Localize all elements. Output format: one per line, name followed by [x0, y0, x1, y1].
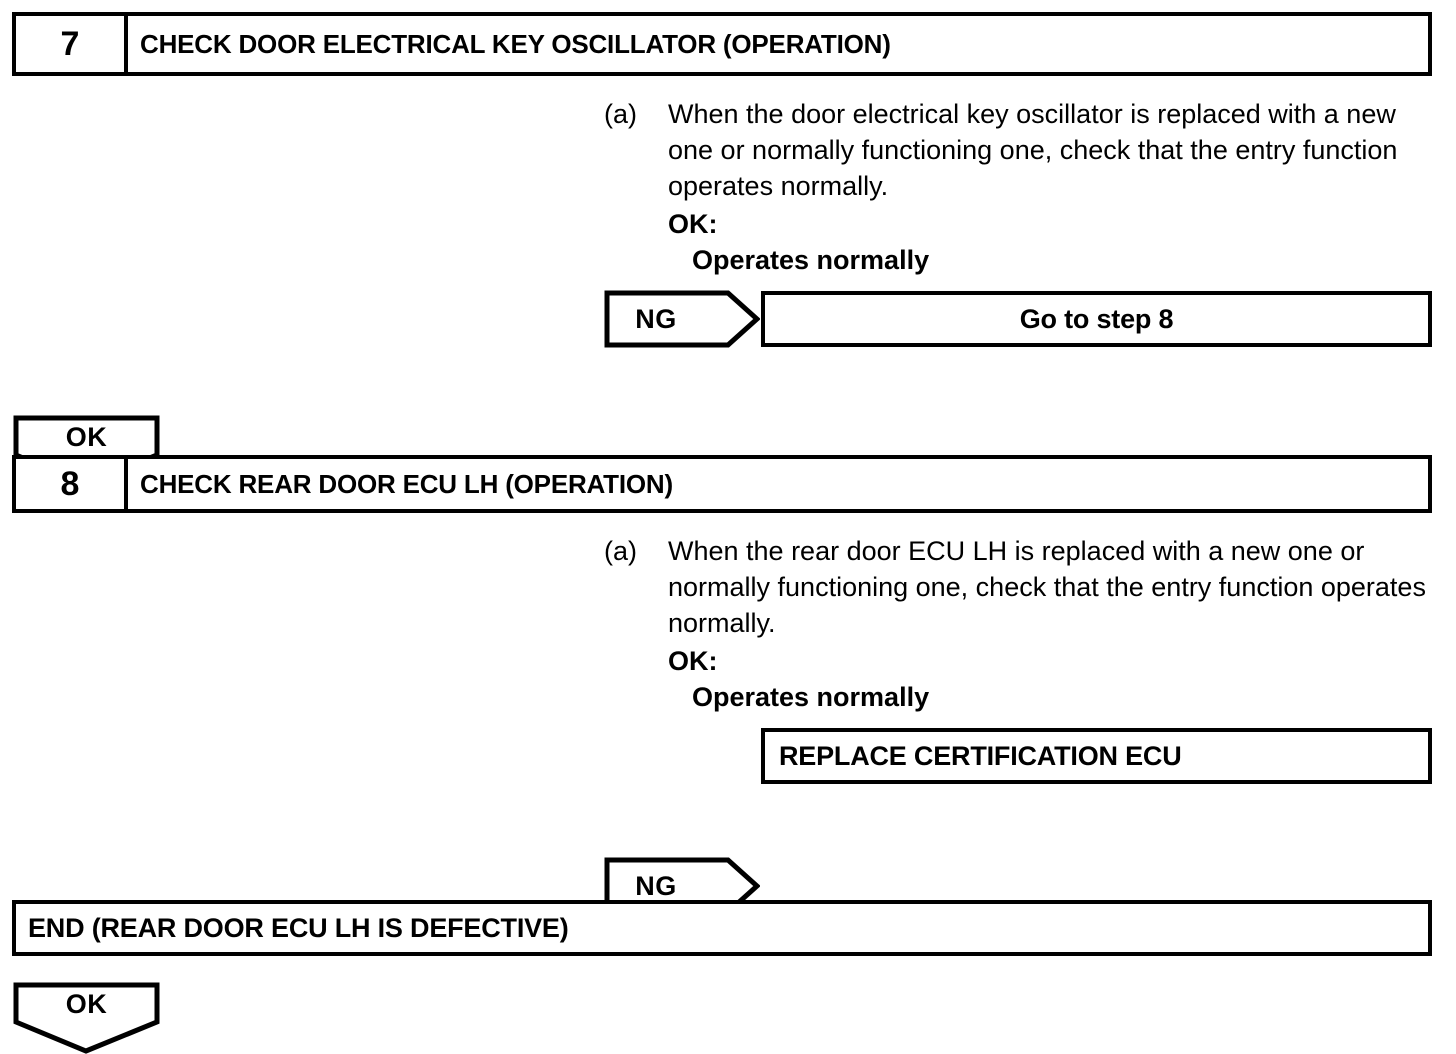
step-8-title: CHECK REAR DOOR ECU LH (OPERATION) [140, 468, 673, 499]
step-8-ok-value: Operates normally [692, 682, 930, 712]
step-8-ok-connector-label: OK [65, 988, 108, 1019]
step-8-header: 8 CHECK REAR DOOR ECU LH (OPERATION) [12, 455, 1432, 513]
step-8-ok-label: OK: [668, 646, 718, 676]
end-result-box: END (REAR DOOR ECU LH IS DEFECTIVE) [12, 900, 1432, 956]
end-result-label: END (REAR DOOR ECU LH IS DEFECTIVE) [28, 912, 569, 943]
step-8-ng-label: NG [635, 870, 677, 901]
step-7-ng-label: NG [635, 303, 677, 334]
step-7-ok-value: Operates normally [692, 245, 930, 275]
step-7-ng-connector: NG [604, 290, 760, 348]
step-7-procedure: (a) When the door electrical key oscilla… [604, 96, 1434, 278]
step-7-ok-connector-label: OK [65, 421, 108, 452]
step-7-procedure-text: When the door electrical key oscillator … [668, 99, 1398, 201]
step-7-procedure-label: (a) [604, 99, 637, 129]
step-7-number: 7 [16, 16, 128, 72]
step-8-procedure-text: When the rear door ECU LH is replaced wi… [668, 536, 1426, 638]
ng-arrow-icon [604, 290, 760, 348]
step-7-title: CHECK DOOR ELECTRICAL KEY OSCILLATOR (OP… [140, 28, 891, 59]
step-8-ok-connector: OK [13, 982, 160, 1054]
step-7-ng-result-label: Go to step 8 [1019, 303, 1174, 334]
step-8-number: 8 [16, 459, 128, 509]
step-8-ng-result[interactable]: REPLACE CERTIFICATION ECU [761, 728, 1432, 784]
step-8-ng-connector: NG [604, 857, 760, 915]
step-7-header: 7 CHECK DOOR ELECTRICAL KEY OSCILLATOR (… [12, 12, 1432, 76]
step-8-ng-result-label: REPLACE CERTIFICATION ECU [779, 740, 1182, 771]
step-7-ok-label: OK: [668, 209, 718, 239]
step-8-procedure-label: (a) [604, 536, 637, 566]
step-8-procedure: (a) When the rear door ECU LH is replace… [604, 533, 1444, 715]
step-7-ng-result[interactable]: Go to step 8 [761, 291, 1432, 347]
